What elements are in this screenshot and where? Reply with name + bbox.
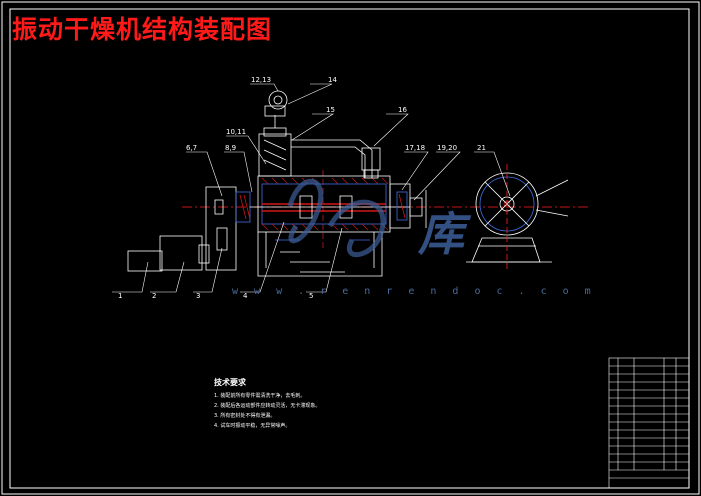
part-label-1: 1 xyxy=(118,292,122,300)
tech-requirements-heading: 技术要求 xyxy=(214,378,246,387)
part-number-labels: 1 2 3 4 5 6,7 8,9 10,11 12,13 14 15 16 1… xyxy=(118,76,486,300)
part-label-3: 3 xyxy=(196,292,200,300)
watermark-swoosh xyxy=(287,178,386,258)
title-block xyxy=(608,357,690,489)
tech-requirement-item: 1. 装配前所有零件需清洗干净，去毛刺。 xyxy=(214,393,306,399)
inner-frame xyxy=(9,8,690,489)
right-end-cap xyxy=(389,183,427,229)
tech-requirement-item: 4. 试车时振动平稳，无异常噪声。 xyxy=(214,423,291,429)
feed-hopper xyxy=(258,90,292,177)
part-label-17-18: 17,18 xyxy=(405,144,425,152)
motor xyxy=(127,235,210,272)
part-label-10-11: 10,11 xyxy=(226,128,246,136)
part-label-19-20: 19,20 xyxy=(437,144,457,152)
part-label-8-9: 8,9 xyxy=(225,144,236,152)
part-label-21: 21 xyxy=(477,144,486,152)
part-label-4: 4 xyxy=(243,292,248,300)
part-label-15: 15 xyxy=(326,106,335,114)
watermark-char: 库 xyxy=(418,207,464,261)
part-label-6-7: 6,7 xyxy=(186,144,197,152)
part-label-5: 5 xyxy=(309,292,313,300)
exhaust-pipe xyxy=(291,139,381,179)
watermark-url: w w w . r e n r e n d o c . c o m xyxy=(232,286,596,297)
part-label-14: 14 xyxy=(328,76,337,84)
part-label-16: 16 xyxy=(398,106,407,114)
drawing-title: 振动干燥机结构装配图 xyxy=(12,15,273,44)
left-bearing-seat xyxy=(205,186,251,271)
leader-lines xyxy=(112,83,511,293)
part-label-12-13: 12,13 xyxy=(251,76,271,84)
end-view xyxy=(466,164,569,272)
tech-requirement-item: 3. 所有密封处不得有泄漏。 xyxy=(214,413,276,419)
support-frame xyxy=(257,232,383,277)
tech-requirement-item: 2. 装配后各运动部件应转动灵活，无卡滞现象。 xyxy=(214,403,321,409)
part-label-2: 2 xyxy=(152,292,156,300)
